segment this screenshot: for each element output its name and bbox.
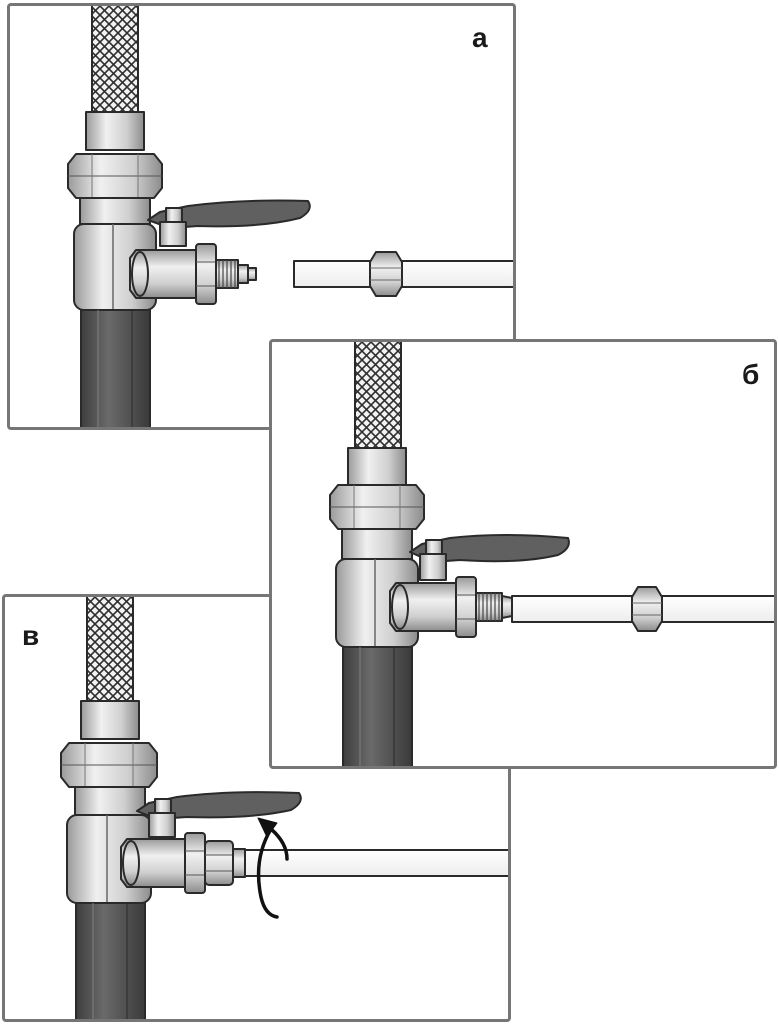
assembly-a-illustration bbox=[67, 6, 513, 427]
panel-a: а bbox=[7, 3, 516, 430]
valve-hex bbox=[195, 243, 217, 305]
braided-hose bbox=[86, 597, 134, 702]
assembly-c-illustration bbox=[60, 597, 508, 1019]
tee-neck bbox=[79, 197, 151, 225]
hose-sleeve bbox=[347, 447, 407, 487]
rotation-arrow-icon bbox=[256, 827, 289, 919]
compression-nut bbox=[204, 840, 234, 886]
tee-neck bbox=[74, 786, 146, 816]
panel-label-a: а bbox=[472, 22, 488, 53]
panel-b: б bbox=[269, 339, 777, 769]
supply-pipe bbox=[75, 902, 146, 1019]
tee-neck bbox=[341, 528, 413, 560]
valve-handle bbox=[136, 791, 302, 820]
hose-sleeve bbox=[85, 111, 145, 151]
compression-nut bbox=[369, 251, 403, 297]
plastic-pipe bbox=[244, 849, 508, 877]
valve-handle bbox=[147, 199, 311, 229]
valve-hex bbox=[455, 576, 477, 638]
braided-hose bbox=[354, 342, 402, 449]
threaded-nipple bbox=[475, 592, 503, 622]
braided-hose bbox=[91, 6, 139, 113]
valve-handle bbox=[409, 534, 570, 563]
assembly-b-illustration bbox=[329, 342, 774, 766]
hose-sleeve bbox=[80, 700, 140, 740]
plastic-pipe bbox=[293, 260, 513, 288]
compression-nut bbox=[631, 586, 663, 632]
supply-pipe bbox=[342, 646, 413, 766]
valve-hex bbox=[184, 832, 206, 894]
panel-label-c: в bbox=[22, 620, 40, 651]
panel-label-b: б bbox=[742, 359, 760, 390]
supply-pipe bbox=[80, 309, 151, 427]
